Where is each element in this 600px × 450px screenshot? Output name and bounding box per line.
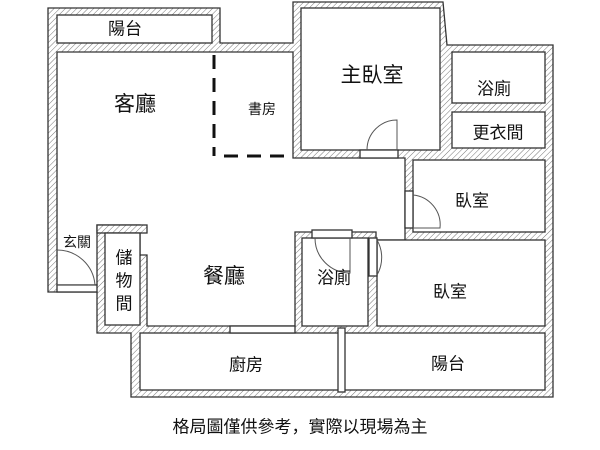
label-bedroom-3: 臥室 [433,282,467,303]
room-master-bath [451,51,546,104]
label-balcony-top: 陽台 [108,19,142,40]
disclaimer-caption: 格局圖僅供參考，實際以現場為主 [172,417,428,438]
door-swing-master [366,119,398,151]
door-swing-bedroom3 [376,239,383,276]
label-master-bath: 浴廁 [477,79,511,100]
label-study: 書房 [248,102,276,118]
label-dining-room: 餐廳 [203,264,245,288]
room-master-bedroom [300,7,441,151]
bedroom3-door-opening [368,237,378,277]
kitchen-divider [337,327,346,393]
room-balcony-top [56,14,213,44]
room-closet [451,111,546,149]
door-swing-bedroom2 [412,194,441,229]
bedroom2-door-opening [404,190,414,229]
entrance-door-opening [56,284,98,293]
label-bedroom-2: 臥室 [455,191,489,212]
label-bathroom: 浴廁 [317,268,351,289]
room-storage [104,232,141,326]
door-swing-bath [314,237,351,274]
label-storage: 儲物間 [111,248,132,318]
dining-kitchen-opening [229,325,296,334]
label-balcony-bottom: 陽台 [431,354,465,375]
label-living-room: 客廳 [114,92,156,116]
door-swing-entrance [56,249,96,286]
label-closet: 更衣間 [472,123,524,144]
room-bedroom-2 [412,159,546,233]
label-entrance: 玄關 [63,235,91,251]
storage-wall [96,224,148,234]
label-kitchen: 廚房 [229,355,263,376]
room-bathroom [301,237,369,327]
bath-door-opening [311,229,353,239]
label-master-bedroom: 主臥室 [340,63,404,87]
room-bedroom-3 [376,239,546,327]
master-door-opening [359,149,399,159]
